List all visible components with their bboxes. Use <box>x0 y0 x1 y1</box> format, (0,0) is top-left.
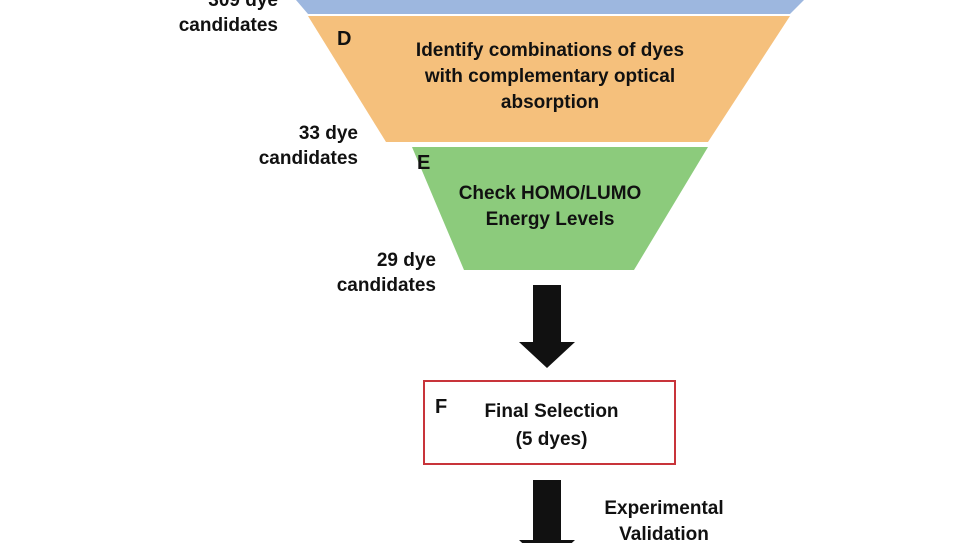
final-selection-box: F Final Selection (5 dyes) <box>423 380 676 465</box>
stage-e-output-count: 29 dye candidates <box>336 250 436 296</box>
stage-c-output-count: 309 dye candidates <box>178 0 278 36</box>
experimental-validation-label: Experimental Validation <box>604 498 724 545</box>
final-selection-text: Final Selection (5 dyes) <box>484 401 619 450</box>
stage-e-description: Check HOMO/LUMO Energy Levels <box>458 183 642 230</box>
final-selection-letter: F <box>435 396 448 418</box>
down-arrow-icon <box>519 285 575 368</box>
stage-e-letter: E <box>417 152 431 174</box>
stage-d-output-count: 33 dye candidates <box>258 123 358 169</box>
down-arrow-icon <box>519 480 575 543</box>
stage-c-band <box>296 0 804 14</box>
stage-d-description: Identify combinations of dyes with compl… <box>415 40 685 113</box>
stage-d-band <box>308 16 790 142</box>
stage-e-band <box>412 147 708 270</box>
stage-d-letter: D <box>337 28 352 50</box>
